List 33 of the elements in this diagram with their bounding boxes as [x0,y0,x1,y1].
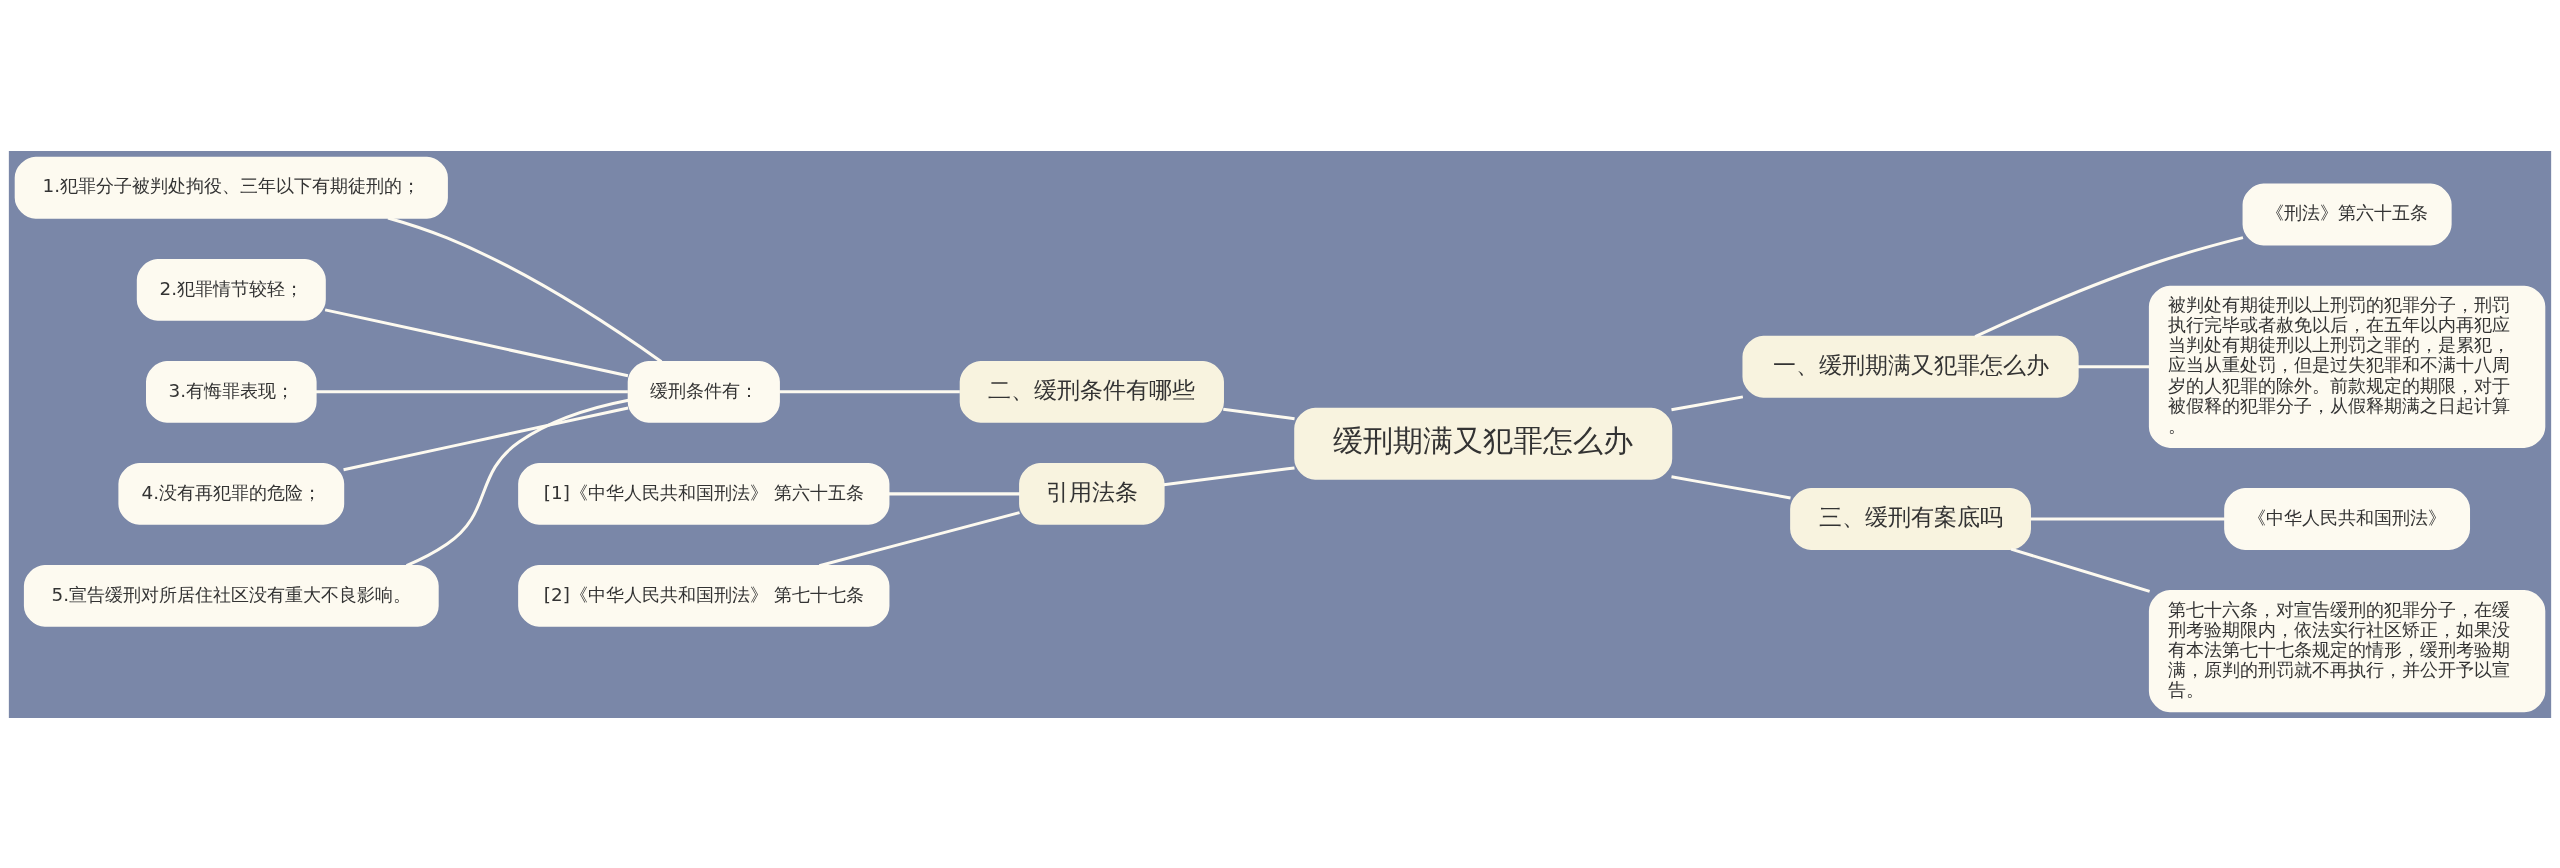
node-box: 2.犯罪情节较轻； [136,258,326,321]
connector [1671,474,1791,499]
node-box: 一、缓刑期满又犯罪怎么办 [1742,335,2079,398]
connector [1671,394,1744,411]
connector [405,398,629,567]
connector [387,216,663,363]
connector [1163,465,1295,486]
node-box: 引用法条 [1019,462,1165,525]
node-box: 缓刑期满又犯罪怎么办 [1294,407,1673,480]
node-box: 被判处有期徒刑以上刑罚的犯罪分子，刑罚执行完毕或者赦免以后，在五年以内再犯应当判处有期徒刑以上刑罚之罪的，是累犯，应当从重处罚，但是过失犯罪和不满十八周岁的人犯罪的除外。前款规定的期限，对于被假释的犯罪分子，从假释期满之日起计算。 [2148,285,2546,448]
connector [324,307,629,377]
connector [818,510,1020,567]
connector [2077,364,2150,368]
node-box: 5.宣告缓刑对所居住社区没有重大不良影响。 [23,564,439,627]
node-box: 1.犯罪分子被判处拘役、三年以下有期徒刑的； [14,156,448,219]
connector [315,389,628,393]
node-box: 《中华人民共和国刑法》 [2224,487,2471,550]
connector [888,491,1020,495]
node-box: 4.没有再犯罪的危险； [118,462,345,525]
connector [779,389,960,393]
node-box: 缓刑条件有： [627,360,780,423]
node-box: 3.有悔罪表现； [146,360,317,423]
connector [1974,235,2244,338]
node-box: 三、缓刑有案底吗 [1790,487,2031,550]
node-box: 第七十六条，对宣告缓刑的犯罪分子，在缓刑考验期限内，依法实行社区矫正，如果没有本法第七十七条规定的情形，缓刑考验期满，原判的刑罚就不再执行，并公开予以宣告。 [2148,589,2546,712]
connector [2010,547,2151,593]
node-box: [1]《中华人民共和国刑法》 第六十五条 [518,462,890,525]
connector [1223,407,1295,420]
connector [343,406,629,471]
node-box: 《刑法》第六十五条 [2242,183,2452,245]
node-box: [2]《中华人民共和国刑法》 第七十七条 [518,564,890,627]
connector [2030,516,2225,520]
node-box: 二、缓刑条件有哪些 [959,360,1224,423]
